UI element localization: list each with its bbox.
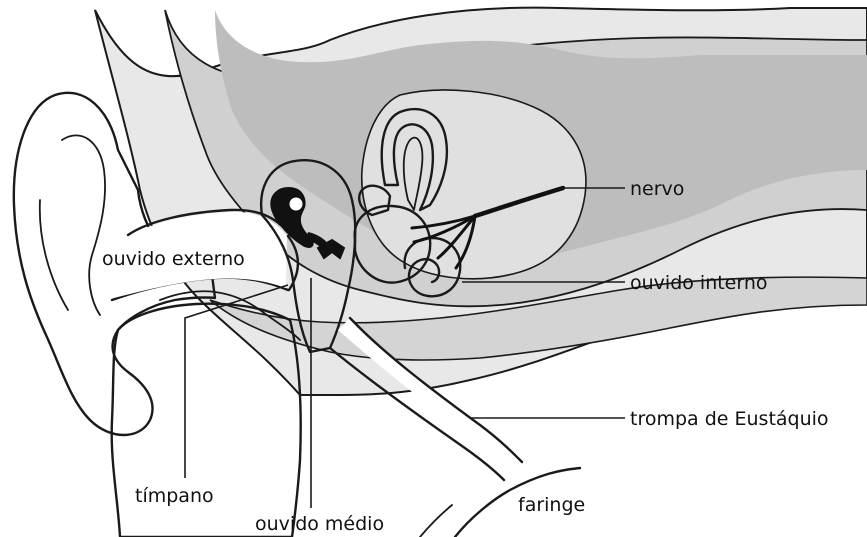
label-eustachian-tube: trompa de Eustáquio (630, 408, 829, 430)
label-outer-ear: ouvido externo (102, 248, 245, 270)
label-eardrum: tímpano (135, 485, 214, 507)
label-inner-ear: ouvido interno (630, 272, 768, 294)
pinna-helix-inner (40, 200, 68, 310)
pharynx-wall-2 (420, 505, 452, 537)
skull-tissue-layers (95, 8, 867, 395)
label-middle-ear: ouvido médio (255, 513, 384, 535)
label-pharynx: faringe (518, 494, 585, 516)
label-nerve: nervo (630, 178, 684, 200)
pinna-inner-fold (62, 135, 105, 315)
incus-head (288, 196, 304, 212)
